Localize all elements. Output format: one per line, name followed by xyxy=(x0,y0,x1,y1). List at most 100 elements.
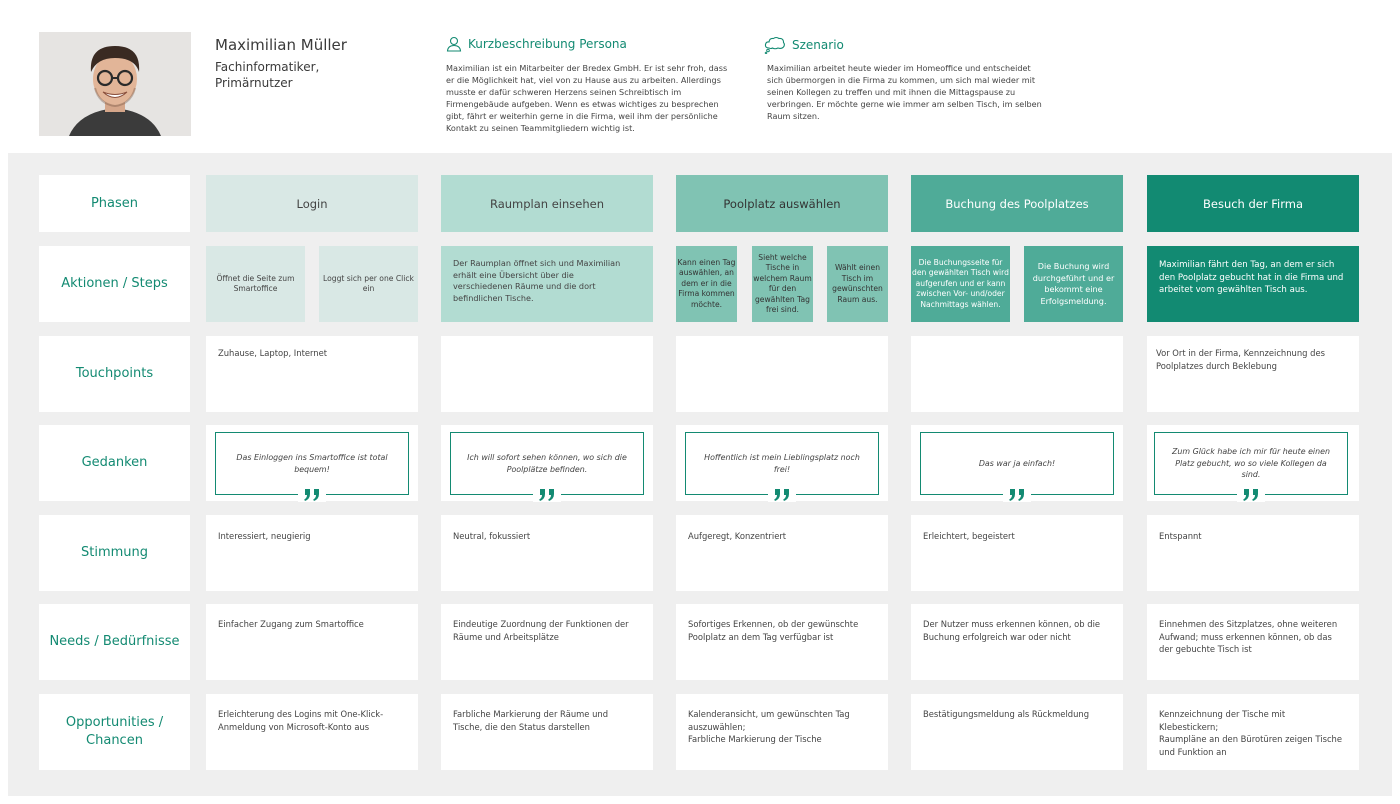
action-line: Erfolgsmeldung. xyxy=(1040,295,1107,306)
touchpoint-cell: Zuhause, Laptop, Internet xyxy=(206,336,418,412)
needs-cell: Der Nutzer muss erkennen können, ob die … xyxy=(911,604,1123,680)
mood-cell: Aufgeregt, Konzentriert xyxy=(676,515,888,591)
action-line: möchte. xyxy=(690,299,723,309)
action-line: für den xyxy=(768,284,797,293)
row-label-phases: Phasen xyxy=(39,175,190,232)
closing-quote-icon xyxy=(768,488,796,502)
action-line: Smartoffice xyxy=(233,284,278,293)
thought-bubble: Das Einloggen ins Smartoffice ist total … xyxy=(215,432,409,502)
needs-line: Aufwand; muss erkennen können, ob das xyxy=(1159,631,1332,642)
action-step: Loggt sich per one Click ein xyxy=(319,246,418,322)
row-label-mood: Stimmung xyxy=(39,515,190,591)
opportunity-cell: Kennzeichnung der Tische mit Klebesticke… xyxy=(1147,694,1359,770)
needs-cell: Einnehmen des Sitzplatzes, ohne weiteren… xyxy=(1147,604,1359,680)
mood-cell: Neutral, fokussiert xyxy=(441,515,653,591)
action-line: Maximilian fährt den Tag, an dem er sich xyxy=(1159,260,1335,270)
row-label-needs: Needs / Bedürfnisse xyxy=(39,604,190,680)
thought-cell: Hoffentlich ist mein Lieblingsplatz noch… xyxy=(676,425,888,502)
needs-cell: Sofortiges Erkennen, ob der gewünschte P… xyxy=(676,604,888,680)
thought-line: Das Einloggen ins Smartoffice ist total xyxy=(236,453,388,462)
action-line: den gewählten Tisch wird xyxy=(912,268,1009,278)
row-label-opportunities: Opportunities / Chancen xyxy=(39,694,190,770)
persona-role: Fachinformatiker, Primärnutzer xyxy=(215,59,375,91)
persona-photo xyxy=(39,32,191,136)
action-line: ein xyxy=(362,284,375,293)
description-line: Firmengebäude aufgeben. Wenn es etwas wi… xyxy=(446,99,719,109)
row-label-text: Chancen xyxy=(86,733,143,748)
thought-bubble: Hoffentlich ist mein Lieblingsplatz noch… xyxy=(685,432,879,502)
action-line: auswählen, an xyxy=(679,268,734,278)
opportunity-cell: Erleichterung des Logins mit One-Klick- … xyxy=(206,694,418,770)
action-step: Kann einen Tag auswählen, an dem er in d… xyxy=(676,246,737,322)
scenario-line: verbringen. Er möchte gerne wie immer am… xyxy=(767,99,1042,109)
action-step: Der Raumplan öffnet sich und Maximilian … xyxy=(441,246,653,322)
opportunity-line: Kennzeichnung der Tische mit xyxy=(1159,709,1286,719)
closing-quote-icon xyxy=(1237,488,1265,502)
row-label-text: Aktionen / Steps xyxy=(61,276,168,291)
description-line: er die Möglichkeit hat, viel von zu Haus… xyxy=(446,75,721,85)
row-label-text: Opportunities / xyxy=(65,715,164,730)
opportunity-line: Anmeldung von Microsoft-Konto aus xyxy=(218,721,370,732)
phase-label: Poolplatz auswählen xyxy=(723,196,841,211)
description-line: gibt, fährt er weiterhin gerne in die Fi… xyxy=(446,111,718,121)
mood-cell: Interessiert, neugierig xyxy=(206,515,418,591)
action-line: Nachmittags wählen. xyxy=(920,299,1001,309)
row-label-actions: Aktionen / Steps xyxy=(39,246,190,322)
thought-cell: Das war ja einfach! xyxy=(911,425,1123,502)
scenario-line: Maximilian arbeitet heute wieder im Home… xyxy=(767,63,1031,73)
opportunity-line: Klebestickern; xyxy=(1159,721,1219,732)
opportunity-line: Erleichterung des Logins mit One-Klick- xyxy=(218,709,384,719)
scenario-title: Szenario xyxy=(764,36,844,54)
phase-raumplan: Raumplan einsehen xyxy=(441,175,653,232)
needs-line: Räume und Arbeitsplätze xyxy=(453,631,559,642)
phase-label: Raumplan einsehen xyxy=(489,196,605,211)
action-line: Der Raumplan öffnet sich und Maximilian xyxy=(453,258,621,268)
persona-role-line: Primärnutzer xyxy=(215,76,293,90)
closing-quote-icon xyxy=(533,488,561,502)
touchpoint-cell: Vor Ort in der Firma, Kennzeichnung des … xyxy=(1147,336,1359,412)
action-line: zwischen Vor- und/oder xyxy=(916,289,1005,299)
action-line: erhält eine Übersicht über die xyxy=(453,269,574,280)
opportunity-line: Kalenderansicht, um gewünschten Tag xyxy=(688,709,850,719)
mood-line: Interessiert, neugierig xyxy=(218,531,311,541)
opportunity-line: Farbliche Markierung der Tische xyxy=(688,734,822,744)
action-line: Tische in xyxy=(765,263,800,272)
action-step: Sieht welche Tische in welchem Raum für … xyxy=(752,246,813,322)
opportunity-cell: Bestätigungsmeldung als Rückmeldung xyxy=(911,694,1123,770)
action-line: welchem Raum xyxy=(753,273,812,283)
person-portrait-photo xyxy=(39,32,191,136)
row-label-text: Needs / Bedürfnisse xyxy=(49,634,180,649)
action-line: dem er in die xyxy=(681,278,732,288)
opportunity-line: Tische, die den Status darstellen xyxy=(453,721,590,732)
opportunity-line: Raumpläne an den Bürotüren zeigen Tische xyxy=(1159,734,1343,744)
persona-role-line: Fachinformatiker, xyxy=(215,60,320,74)
action-line: Tisch im xyxy=(841,273,874,283)
row-label-text: Phasen xyxy=(90,195,139,211)
thought-line: Hoffentlich ist mein Lieblingsplatz noch xyxy=(704,453,860,462)
needs-cell: Einfacher Zugang zum Smartoffice xyxy=(206,604,418,680)
description-line: musste er dafür schweren Herzens seinen … xyxy=(446,87,682,97)
action-line: Loggt sich per one Click xyxy=(323,273,414,283)
journey-board: Phasen Aktionen / Steps Touchpoints Geda… xyxy=(8,153,1392,796)
action-step: Die Buchung wird durchgeführt und er bek… xyxy=(1024,246,1123,322)
phase-poolplatz: Poolplatz auswählen xyxy=(676,175,888,232)
touchpoint-cell xyxy=(676,336,888,412)
description-title-text: Kurzbeschreibung Persona xyxy=(468,37,627,51)
action-line: verschiedenen Räume und die dort xyxy=(453,281,596,291)
thought-cell: Ich will sofort sehen können, wo sich di… xyxy=(441,425,653,502)
needs-line: Poolplatz an dem Tag verfügbar ist xyxy=(688,631,834,642)
thought-cloud-icon xyxy=(764,36,785,54)
row-label-text: Gedanken xyxy=(81,455,148,470)
opportunity-line: auszuwählen; xyxy=(688,721,746,732)
phase-label: Buchung des Poolplatzes xyxy=(945,196,1089,211)
phase-label: Besuch der Firma xyxy=(1202,196,1304,211)
needs-line: der gebuchte Tisch ist xyxy=(1159,644,1252,654)
thought-bubble: Zum Glück habe ich mir für heute einen P… xyxy=(1154,432,1348,502)
thought-line: Platz gebucht, wo so viele Kollegen da xyxy=(1175,458,1327,468)
action-line: den Poolplatz gebucht hat in die Firma u… xyxy=(1159,272,1344,283)
action-line: Sieht welche xyxy=(758,252,807,262)
scenario-line: seinen Kollegen zu treffen und mit ihnen… xyxy=(767,87,1016,97)
touchpoint-line: Poolplatzes durch Beklebung xyxy=(1156,360,1277,371)
action-line: Firma kommen xyxy=(678,289,735,299)
needs-line: Sofortiges Erkennen, ob der gewünschte xyxy=(688,619,859,629)
